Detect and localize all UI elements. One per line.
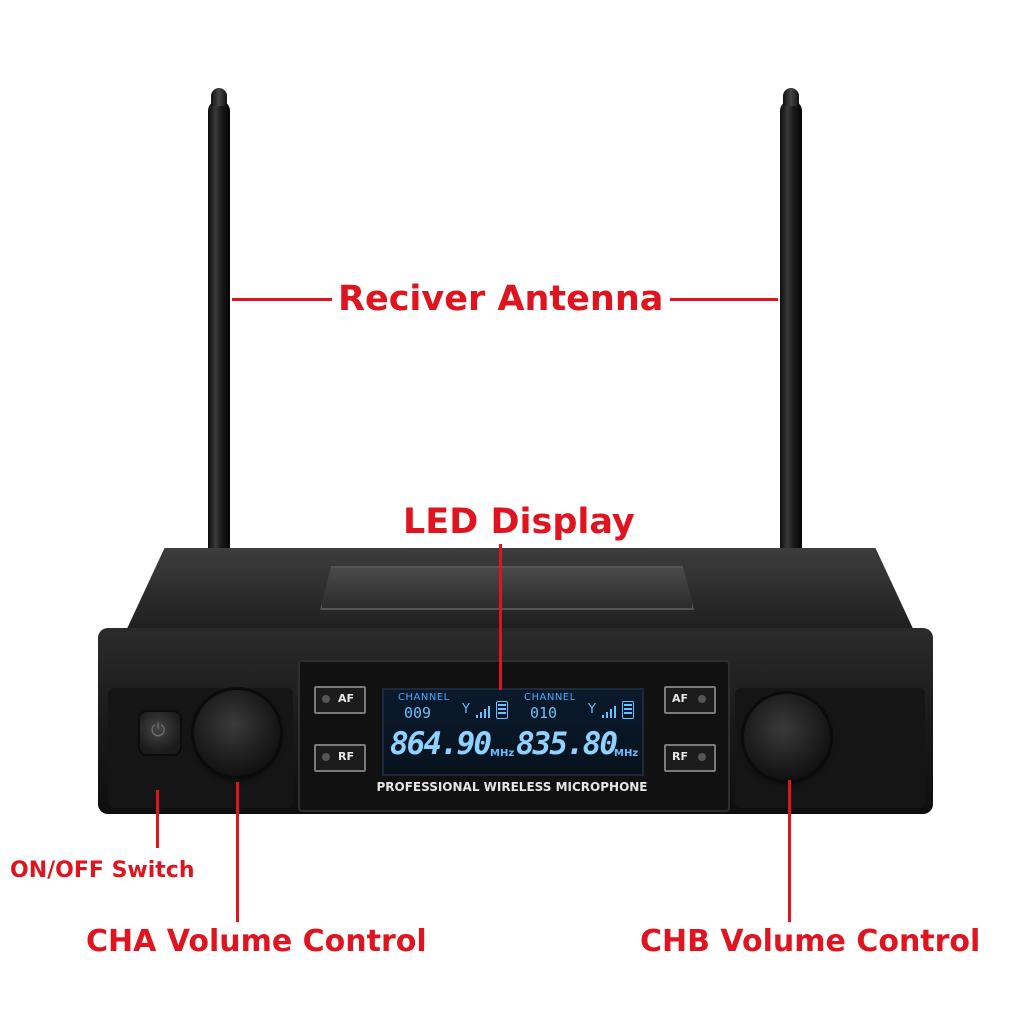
signal-b-icon: Y: [588, 702, 596, 717]
cha-volume-knob[interactable]: [194, 690, 280, 776]
cha-callout: CHA Volume Control: [86, 924, 427, 959]
led-icon: [698, 753, 706, 761]
antenna-callout: Reciver Antenna: [338, 279, 664, 319]
af-label-b: AF: [672, 692, 689, 705]
antenna-line-left: [232, 298, 332, 301]
signal-bars-a-icon: [476, 706, 490, 718]
frequency-a-unit: MHz: [490, 748, 515, 759]
signal-bars-b-icon: [602, 706, 616, 718]
power-callout: ON/OFF Switch: [10, 858, 195, 883]
battery-b-icon: [622, 701, 634, 719]
channel-b-label: CHANNEL: [524, 692, 576, 703]
chb-line: [788, 780, 791, 922]
rf-indicator-a: RF: [314, 744, 366, 772]
antenna-line-right: [670, 298, 778, 301]
display-line: [499, 544, 502, 690]
channel-a-number: 009: [404, 704, 432, 722]
right-antenna: [780, 88, 802, 570]
frequency-b-unit: MHz: [614, 748, 639, 759]
rf-label-b: RF: [672, 750, 688, 763]
chb-callout: CHB Volume Control: [640, 924, 981, 959]
frequency-b: 835.80: [516, 726, 618, 762]
led-icon: [698, 695, 706, 703]
battery-a-icon: [496, 701, 508, 719]
cha-line: [236, 782, 239, 922]
channel-b-number: 010: [530, 704, 558, 722]
receiver-top-window: [320, 566, 694, 610]
af-label-a: AF: [338, 692, 355, 705]
rf-indicator-b: RF: [664, 744, 716, 772]
chb-volume-knob[interactable]: [744, 694, 830, 780]
af-indicator-b: AF: [664, 686, 716, 714]
led-icon: [322, 753, 330, 761]
led-icon: [322, 695, 330, 703]
power-switch[interactable]: ⏻: [138, 710, 182, 756]
channel-a-label: CHANNEL: [398, 692, 450, 703]
frequency-a: 864.90: [390, 726, 492, 762]
led-display: CHANNEL 009 Y CHANNEL 010 Y 864.90 MHz 8…: [382, 688, 644, 776]
signal-a-icon: Y: [462, 702, 470, 717]
brand-text: PROFESSIONAL WIRELESS MICROPHONE: [376, 780, 648, 794]
power-line: [156, 790, 159, 848]
display-callout: LED Display: [403, 502, 635, 542]
left-antenna: [208, 88, 230, 570]
af-indicator-a: AF: [314, 686, 366, 714]
power-icon: ⏻: [151, 720, 166, 741]
rf-label-a: RF: [338, 750, 354, 763]
